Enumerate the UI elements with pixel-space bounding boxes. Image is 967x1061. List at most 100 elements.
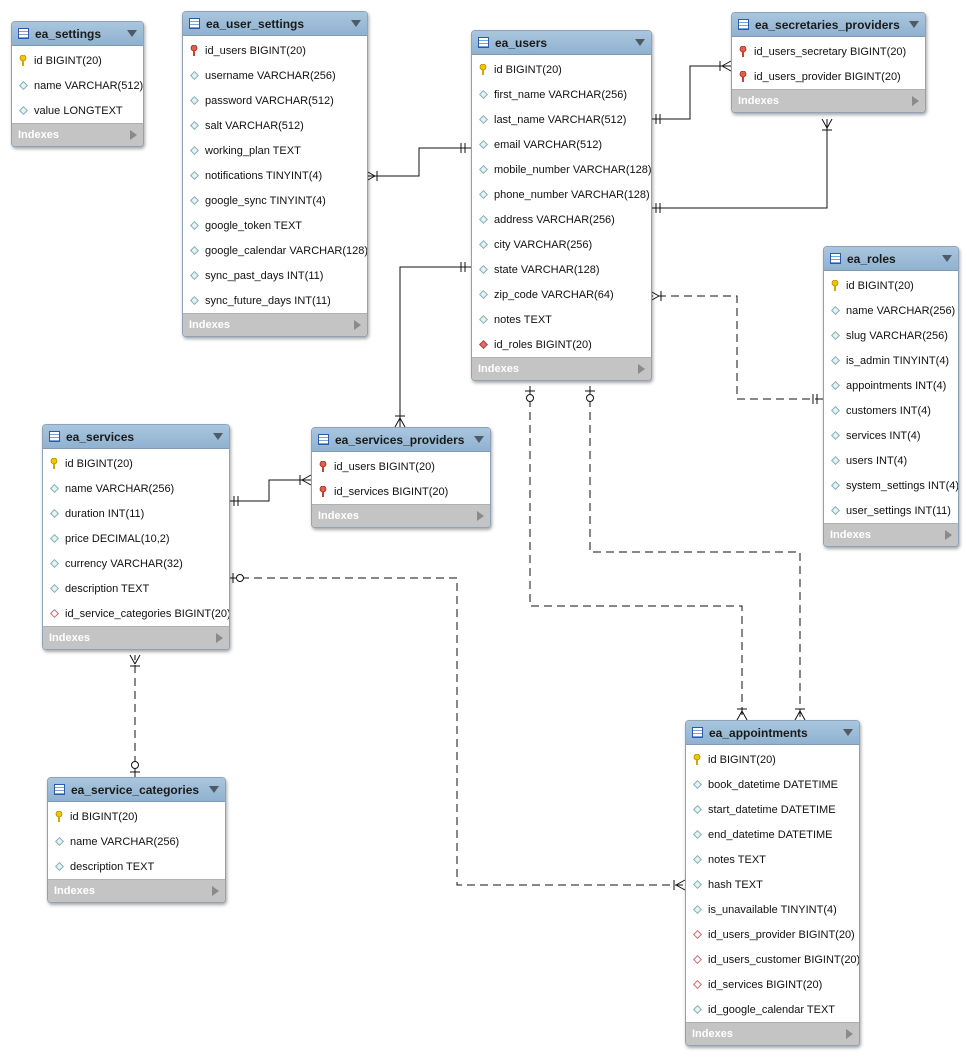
column-row[interactable]: name VARCHAR(512) (12, 73, 143, 98)
indexes-section[interactable]: Indexes (183, 313, 367, 336)
column-row[interactable]: username VARCHAR(256) (183, 63, 367, 88)
indexes-section[interactable]: Indexes (43, 626, 229, 649)
column-row[interactable]: id_users BIGINT(20) (183, 38, 367, 63)
column-row[interactable]: price DECIMAL(10,2) (43, 526, 229, 551)
column-row[interactable]: id_users_provider BIGINT(20) (732, 64, 925, 89)
column-row[interactable]: id BIGINT(20) (686, 747, 859, 772)
column-row[interactable]: id BIGINT(20) (472, 57, 651, 82)
indexes-section[interactable]: Indexes (732, 89, 925, 112)
collapse-caret-icon[interactable] (635, 39, 645, 46)
column-row[interactable]: currency VARCHAR(32) (43, 551, 229, 576)
column-row[interactable]: customers INT(4) (824, 398, 958, 423)
relationship-line[interactable] (650, 65, 731, 120)
relationship-ea-services-to-ea-services-providers[interactable] (228, 474, 312, 506)
table-header[interactable]: ea_users (472, 31, 651, 55)
column-row[interactable]: working_plan TEXT (183, 138, 367, 163)
column-row[interactable]: salt VARCHAR(512) (183, 113, 367, 138)
column-row[interactable]: notifications TINYINT(4) (183, 163, 367, 188)
column-row[interactable]: id BIGINT(20) (48, 804, 225, 829)
collapse-caret-icon[interactable] (127, 30, 137, 37)
column-row[interactable]: id BIGINT(20) (12, 48, 143, 73)
column-row[interactable]: services INT(4) (824, 423, 958, 448)
column-row[interactable]: mobile_number VARCHAR(128) (472, 157, 651, 182)
column-row[interactable]: id_users_customer BIGINT(20) (686, 947, 859, 972)
column-row[interactable]: id_google_calendar TEXT (686, 997, 859, 1022)
collapse-caret-icon[interactable] (474, 436, 484, 443)
relationship-ea-users-to-ea-appointments[interactable] (585, 386, 806, 721)
column-row[interactable]: book_datetime DATETIME (686, 772, 859, 797)
column-row[interactable]: email VARCHAR(512) (472, 132, 651, 157)
collapse-caret-icon[interactable] (351, 20, 361, 27)
column-row[interactable]: is_unavailable TINYINT(4) (686, 897, 859, 922)
column-row[interactable]: name VARCHAR(256) (48, 829, 225, 854)
column-row[interactable]: description TEXT (43, 576, 229, 601)
relationship-line[interactable] (650, 295, 823, 400)
column-row[interactable]: duration INT(11) (43, 501, 229, 526)
expand-arrow-icon[interactable] (638, 364, 645, 374)
column-row[interactable]: is_admin TINYINT(4) (824, 348, 958, 373)
column-row[interactable]: sync_past_days INT(11) (183, 263, 367, 288)
table-header[interactable]: ea_roles (824, 247, 958, 271)
column-row[interactable]: notes TEXT (686, 847, 859, 872)
collapse-caret-icon[interactable] (942, 255, 952, 262)
column-row[interactable]: zip_code VARCHAR(64) (472, 282, 651, 307)
column-row[interactable]: id_users_secretary BIGINT(20) (732, 39, 925, 64)
table-header[interactable]: ea_services (43, 425, 229, 449)
column-row[interactable]: id BIGINT(20) (43, 451, 229, 476)
collapse-caret-icon[interactable] (843, 729, 853, 736)
expand-arrow-icon[interactable] (212, 886, 219, 896)
indexes-section[interactable]: Indexes (48, 879, 225, 902)
table-header[interactable]: ea_user_settings (183, 12, 367, 36)
column-row[interactable]: city VARCHAR(256) (472, 232, 651, 257)
column-row[interactable]: phone_number VARCHAR(128) (472, 182, 651, 207)
relationship-ea-services-to-ea-appointments[interactable] (228, 573, 686, 891)
column-row[interactable]: notes TEXT (472, 307, 651, 332)
column-row[interactable]: address VARCHAR(256) (472, 207, 651, 232)
relationship-ea-users-to-ea-secretaries-providers[interactable] (650, 60, 732, 124)
relationship-line[interactable] (228, 577, 685, 886)
column-row[interactable]: hash TEXT (686, 872, 859, 897)
column-row[interactable]: name VARCHAR(256) (824, 298, 958, 323)
table-header[interactable]: ea_service_categories (48, 778, 225, 802)
column-row[interactable]: id BIGINT(20) (824, 273, 958, 298)
table-header[interactable]: ea_services_providers (312, 428, 490, 452)
collapse-caret-icon[interactable] (213, 433, 223, 440)
relationship-line[interactable] (399, 266, 471, 427)
column-row[interactable]: sync_future_days INT(11) (183, 288, 367, 313)
expand-arrow-icon[interactable] (945, 530, 952, 540)
relationship-ea-users-to-ea-user-settings[interactable] (365, 143, 471, 182)
column-row[interactable]: last_name VARCHAR(512) (472, 107, 651, 132)
relationship-line[interactable] (529, 386, 743, 720)
column-row[interactable]: state VARCHAR(128) (472, 257, 651, 282)
relationship-line[interactable] (589, 386, 801, 720)
column-row[interactable]: slug VARCHAR(256) (824, 323, 958, 348)
column-row[interactable]: appointments INT(4) (824, 373, 958, 398)
column-row[interactable]: first_name VARCHAR(256) (472, 82, 651, 107)
column-row[interactable]: end_datetime DATETIME (686, 822, 859, 847)
relationship-line[interactable] (228, 479, 311, 502)
column-row[interactable]: id_services BIGINT(20) (312, 479, 490, 504)
relationship-ea-users-to-ea-secretaries-providers[interactable] (650, 118, 833, 213)
column-row[interactable]: description TEXT (48, 854, 225, 879)
column-row[interactable]: id_services BIGINT(20) (686, 972, 859, 997)
column-row[interactable]: value LONGTEXT (12, 98, 143, 123)
expand-arrow-icon[interactable] (477, 511, 484, 521)
collapse-caret-icon[interactable] (909, 21, 919, 28)
expand-arrow-icon[interactable] (912, 96, 919, 106)
expand-arrow-icon[interactable] (354, 320, 361, 330)
expand-arrow-icon[interactable] (216, 633, 223, 643)
expand-arrow-icon[interactable] (130, 130, 137, 140)
table-header[interactable]: ea_appointments (686, 721, 859, 745)
column-row[interactable]: google_token TEXT (183, 213, 367, 238)
column-row[interactable]: users INT(4) (824, 448, 958, 473)
table-header[interactable]: ea_settings (12, 22, 143, 46)
column-row[interactable]: system_settings INT(4) (824, 473, 958, 498)
